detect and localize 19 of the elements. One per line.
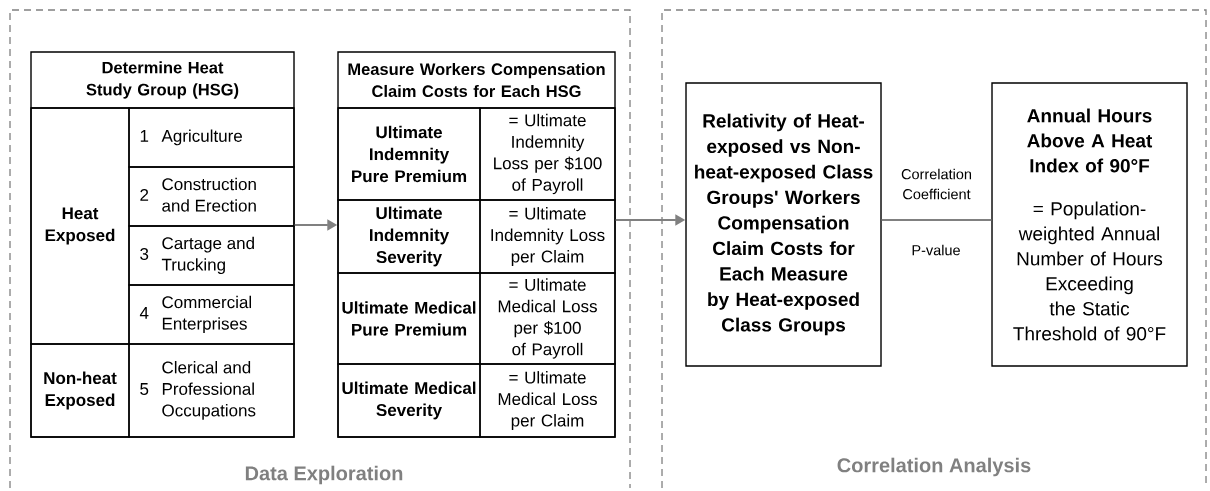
measure-note: P-value <box>912 244 960 256</box>
industry-cell: 3 Cartage and Trucking <box>128 225 295 286</box>
edge-label: Correlation Coefficient <box>901 168 971 200</box>
category-cell: Heat Exposed <box>30 107 130 345</box>
category-cell: Non-heat Exposed <box>30 343 130 438</box>
measure-cell: Ultimate Indemnity Severity <box>337 199 481 274</box>
measure-cell: Ultimate Indemnity Pure Premium <box>337 107 481 201</box>
formula-cell: = Ultimate Indemnity Loss per $100 of Payroll <box>479 107 616 201</box>
formula-cell: = Ultimate Indemnity Loss per Claim <box>479 199 616 274</box>
process-box: Relativity of Heat-exposed vs Non-heat-exposed Class Groups' Workers Compensation Claim Costs for Each Measure by Heat-exposed Class Groups <box>685 82 882 367</box>
process-box: Annual Hours Above A Heat Index of 90°F = Population-weighted Annual Number of Hours Exceeding the Static Threshold of 90°F <box>991 82 1188 367</box>
measure-cell: Ultimate Medical Pure Premium <box>337 272 481 365</box>
industry-cell: 5 Clerical and Professional Occupations <box>128 343 295 438</box>
formula-cell: = Ultimate Medical Loss per Claim <box>479 363 616 438</box>
industry-cell: 4 Commercial Enterprises <box>128 284 295 345</box>
industry-cell: 1 Agriculture <box>128 107 295 168</box>
formula-cell: = Ultimate Medical Loss per $100 of Payroll <box>479 272 616 365</box>
industry-cell: 2 Construction and Erection <box>128 166 295 227</box>
measure-cell: Ultimate Medical Severity <box>337 363 481 438</box>
